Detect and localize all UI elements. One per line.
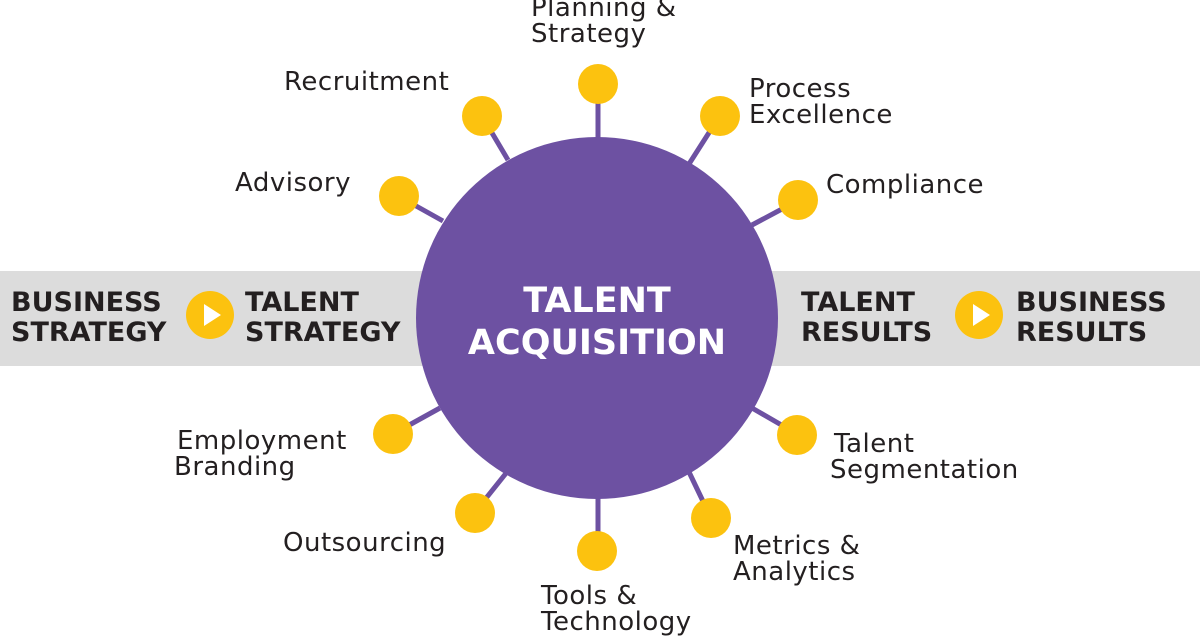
spoke-label-line: Compliance — [826, 170, 985, 200]
hub-title: TALENT ACQUISITION — [432, 280, 762, 364]
spoke-label-line: Branding — [174, 452, 296, 482]
spoke-label-line: Technology — [541, 607, 692, 637]
talent-results-label: TALENT RESULTS — [801, 288, 932, 348]
spoke-node-compliance — [778, 180, 818, 220]
hub-title-line2: ACQUISITION — [467, 323, 727, 363]
spoke-node-tools — [577, 531, 617, 571]
spoke-label-line: Tools & — [541, 581, 638, 611]
spoke-label-branding: Employment Branding — [174, 428, 347, 480]
spoke-node-outsourcing — [455, 493, 495, 533]
spoke-label-metrics: Metrics & Analytics — [733, 533, 860, 585]
spoke-label-line: Analytics — [733, 557, 856, 587]
play-arrow-icon — [186, 291, 234, 339]
spoke-label-line: Recruitment — [284, 67, 450, 97]
talent-results-line2: RESULTS — [801, 317, 933, 348]
spoke-label-line: Planning & — [531, 0, 677, 23]
spoke-label-line: Outsourcing — [283, 528, 447, 558]
spoke-label-outsourcing: Outsourcing — [283, 530, 446, 556]
spoke-label-recruitment: Recruitment — [284, 69, 449, 95]
spoke-node-advisory — [379, 176, 419, 216]
spoke-label-line: Process — [749, 74, 852, 104]
spoke-label-segmentation: Talent Segmentation — [830, 431, 1019, 483]
spoke-label-planning: Planning & Strategy — [531, 0, 677, 47]
spoke-label-line: Advisory — [235, 168, 351, 198]
spoke-node-branding — [373, 414, 413, 454]
business-results-label: BUSINESS RESULTS — [1016, 288, 1167, 348]
business-results-line1: BUSINESS — [1016, 287, 1167, 318]
talent-strategy-label: TALENT STRATEGY — [245, 288, 400, 348]
business-strategy-line1: BUSINESS — [11, 287, 162, 318]
spoke-label-line: Employment — [177, 426, 347, 456]
hub-title-line1: TALENT — [523, 281, 671, 321]
spoke-label-line: Excellence — [749, 100, 893, 130]
talent-strategy-line1: TALENT — [245, 287, 359, 318]
spoke-node-process — [700, 96, 740, 136]
spoke-label-line: Segmentation — [830, 455, 1019, 485]
spoke-label-advisory: Advisory — [235, 170, 351, 196]
talent-results-line1: TALENT — [801, 287, 915, 318]
spoke-label-line: Talent — [834, 429, 915, 459]
spoke-label-compliance: Compliance — [826, 172, 984, 198]
spoke-label-line: Strategy — [531, 19, 647, 49]
spoke-node-segmentation — [777, 415, 817, 455]
spoke-node-recruitment — [462, 96, 502, 136]
business-strategy-label: BUSINESS STRATEGY — [11, 288, 166, 348]
talent-strategy-line2: STRATEGY — [245, 317, 401, 348]
business-strategy-line2: STRATEGY — [11, 317, 167, 348]
spoke-label-line: Metrics & — [733, 531, 861, 561]
talent-acquisition-hub — [416, 137, 778, 499]
play-arrow-icon — [955, 291, 1003, 339]
spoke-label-process: Process Excellence — [749, 76, 893, 128]
business-results-line2: RESULTS — [1016, 317, 1148, 348]
spoke-node-planning — [578, 64, 618, 104]
spoke-node-metrics — [691, 498, 731, 538]
spoke-label-tools: Tools & Technology — [541, 583, 692, 635]
